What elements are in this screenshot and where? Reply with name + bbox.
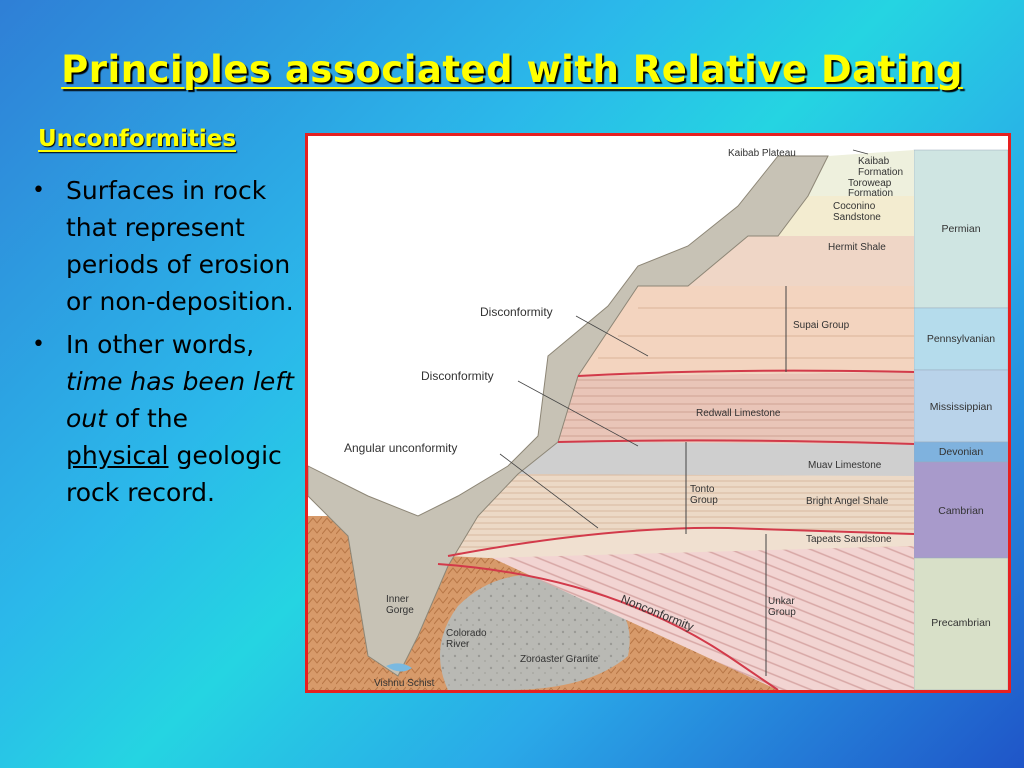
label-inner-gorge-2: Gorge: [386, 605, 414, 616]
bullet-marker: •: [32, 332, 45, 357]
label-kaibab-formation-1: Kaibab: [858, 156, 890, 167]
kaibab-toroweap-layer: [808, 150, 914, 196]
label-colorado-river-1: Colorado: [446, 628, 487, 639]
label-tonto-1: Tonto: [690, 484, 715, 495]
grand-canyon-cross-section-figure: Permian Pennsylvanian Mississippian Devo…: [305, 133, 1011, 693]
slide-subheading: Unconformities: [38, 126, 237, 152]
label-bright-angel-shale: Bright Angel Shale: [806, 496, 889, 507]
formation-labels: Kaibab Plateau Kaibab Formation Toroweap…: [374, 148, 903, 689]
unkar-group-layer: [488, 546, 914, 690]
label-tonto-2: Group: [690, 495, 718, 506]
permian-band: [913, 149, 1008, 309]
hermit-shale-layer: [688, 236, 914, 286]
label-unkar-1: Unkar: [768, 596, 795, 607]
bullet-text-1: Surfaces in rock that represent periods …: [66, 176, 294, 316]
label-colorado-river-2: River: [446, 639, 470, 650]
period-label-devonian: Devonian: [939, 446, 984, 458]
period-label-cambrian: Cambrian: [938, 505, 984, 517]
lower-disconformity-line: [557, 439, 915, 445]
muav-limestone-layer: [518, 442, 914, 476]
label-kaibab-plateau: Kaibab Plateau: [728, 148, 796, 159]
label-vishnu-schist: Vishnu Schist: [374, 678, 435, 689]
period-label-permian: Permian: [941, 223, 980, 235]
angular-unconformity-line: [447, 526, 915, 557]
leader-kaibab-plateau: [852, 149, 869, 155]
strata-block: [308, 149, 915, 690]
label-coconino-1: Coconino: [833, 201, 876, 212]
label-toroweap-1: Toroweap: [848, 178, 892, 189]
label-muav-limestone: Muav Limestone: [808, 460, 882, 471]
leader-disconformity-upper: [575, 315, 649, 357]
label-inner-gorge-1: Inner: [386, 594, 409, 605]
leader-disconformity-lower: [517, 380, 639, 447]
period-label-precambrian: Precambrian: [931, 617, 991, 629]
slide-title: Principles associated with Relative Dati…: [61, 48, 963, 91]
callout-disconformity-lower: Disconformity: [421, 369, 494, 383]
label-kaibab-formation-2: Formation: [858, 167, 903, 178]
label-tapeats-sandstone: Tapeats Sandstone: [806, 534, 892, 545]
bullet-item-2: • In other words, time has been left out…: [28, 326, 296, 511]
coconino-sandstone-layer: [778, 196, 914, 236]
label-coconino-2: Sandstone: [833, 212, 881, 223]
period-label-mississippian: Mississippian: [930, 401, 993, 413]
pennsylvanian-band: [913, 307, 1008, 371]
bullet-text-2b: time has been left out: [66, 367, 294, 433]
bullet-text-2d: physical: [66, 441, 169, 470]
callout-disconformity-upper: Disconformity: [480, 305, 553, 319]
zoroaster-granite-body: [440, 574, 630, 690]
mississippian-band: [913, 369, 1008, 443]
tapeats-sandstone-layer: [448, 527, 914, 558]
nonconformity-line: [437, 563, 779, 690]
label-redwall-limestone: Redwall Limestone: [696, 408, 781, 419]
precambrian-band: [913, 557, 1008, 690]
bullet-text-2c: of the: [106, 404, 188, 433]
redwall-limestone-layer: [558, 372, 914, 444]
colorado-river: [386, 663, 412, 672]
label-supai-group: Supai Group: [793, 320, 850, 331]
bullet-item-1: • Surfaces in rock that represent period…: [28, 172, 296, 320]
canyon-wall-face: [308, 155, 829, 677]
bullet-text-2a: In other words,: [66, 330, 255, 359]
label-toroweap-2: Formation: [848, 188, 893, 199]
period-label-pennsylvanian: Pennsylvanian: [927, 333, 995, 345]
bullet-marker: •: [32, 178, 45, 203]
leader-angular-unconformity: [499, 453, 599, 529]
bullet-text-2e: geologic rock record.: [66, 441, 282, 507]
cross-section-diagram: Permian Pennsylvanian Mississippian Devo…: [308, 148, 1008, 690]
label-unkar-2: Group: [768, 607, 796, 618]
bright-angel-shale-layer: [448, 474, 914, 556]
period-column: Permian Pennsylvanian Mississippian Devo…: [913, 149, 1008, 690]
bullet-list: • Surfaces in rock that represent period…: [28, 172, 296, 517]
upper-disconformity-line: [577, 369, 915, 377]
label-hermit-shale: Hermit Shale: [828, 242, 886, 253]
label-zoroaster-granite: Zoroaster Granite: [520, 654, 599, 665]
callout-angular-unconformity: Angular unconformity: [344, 441, 457, 455]
